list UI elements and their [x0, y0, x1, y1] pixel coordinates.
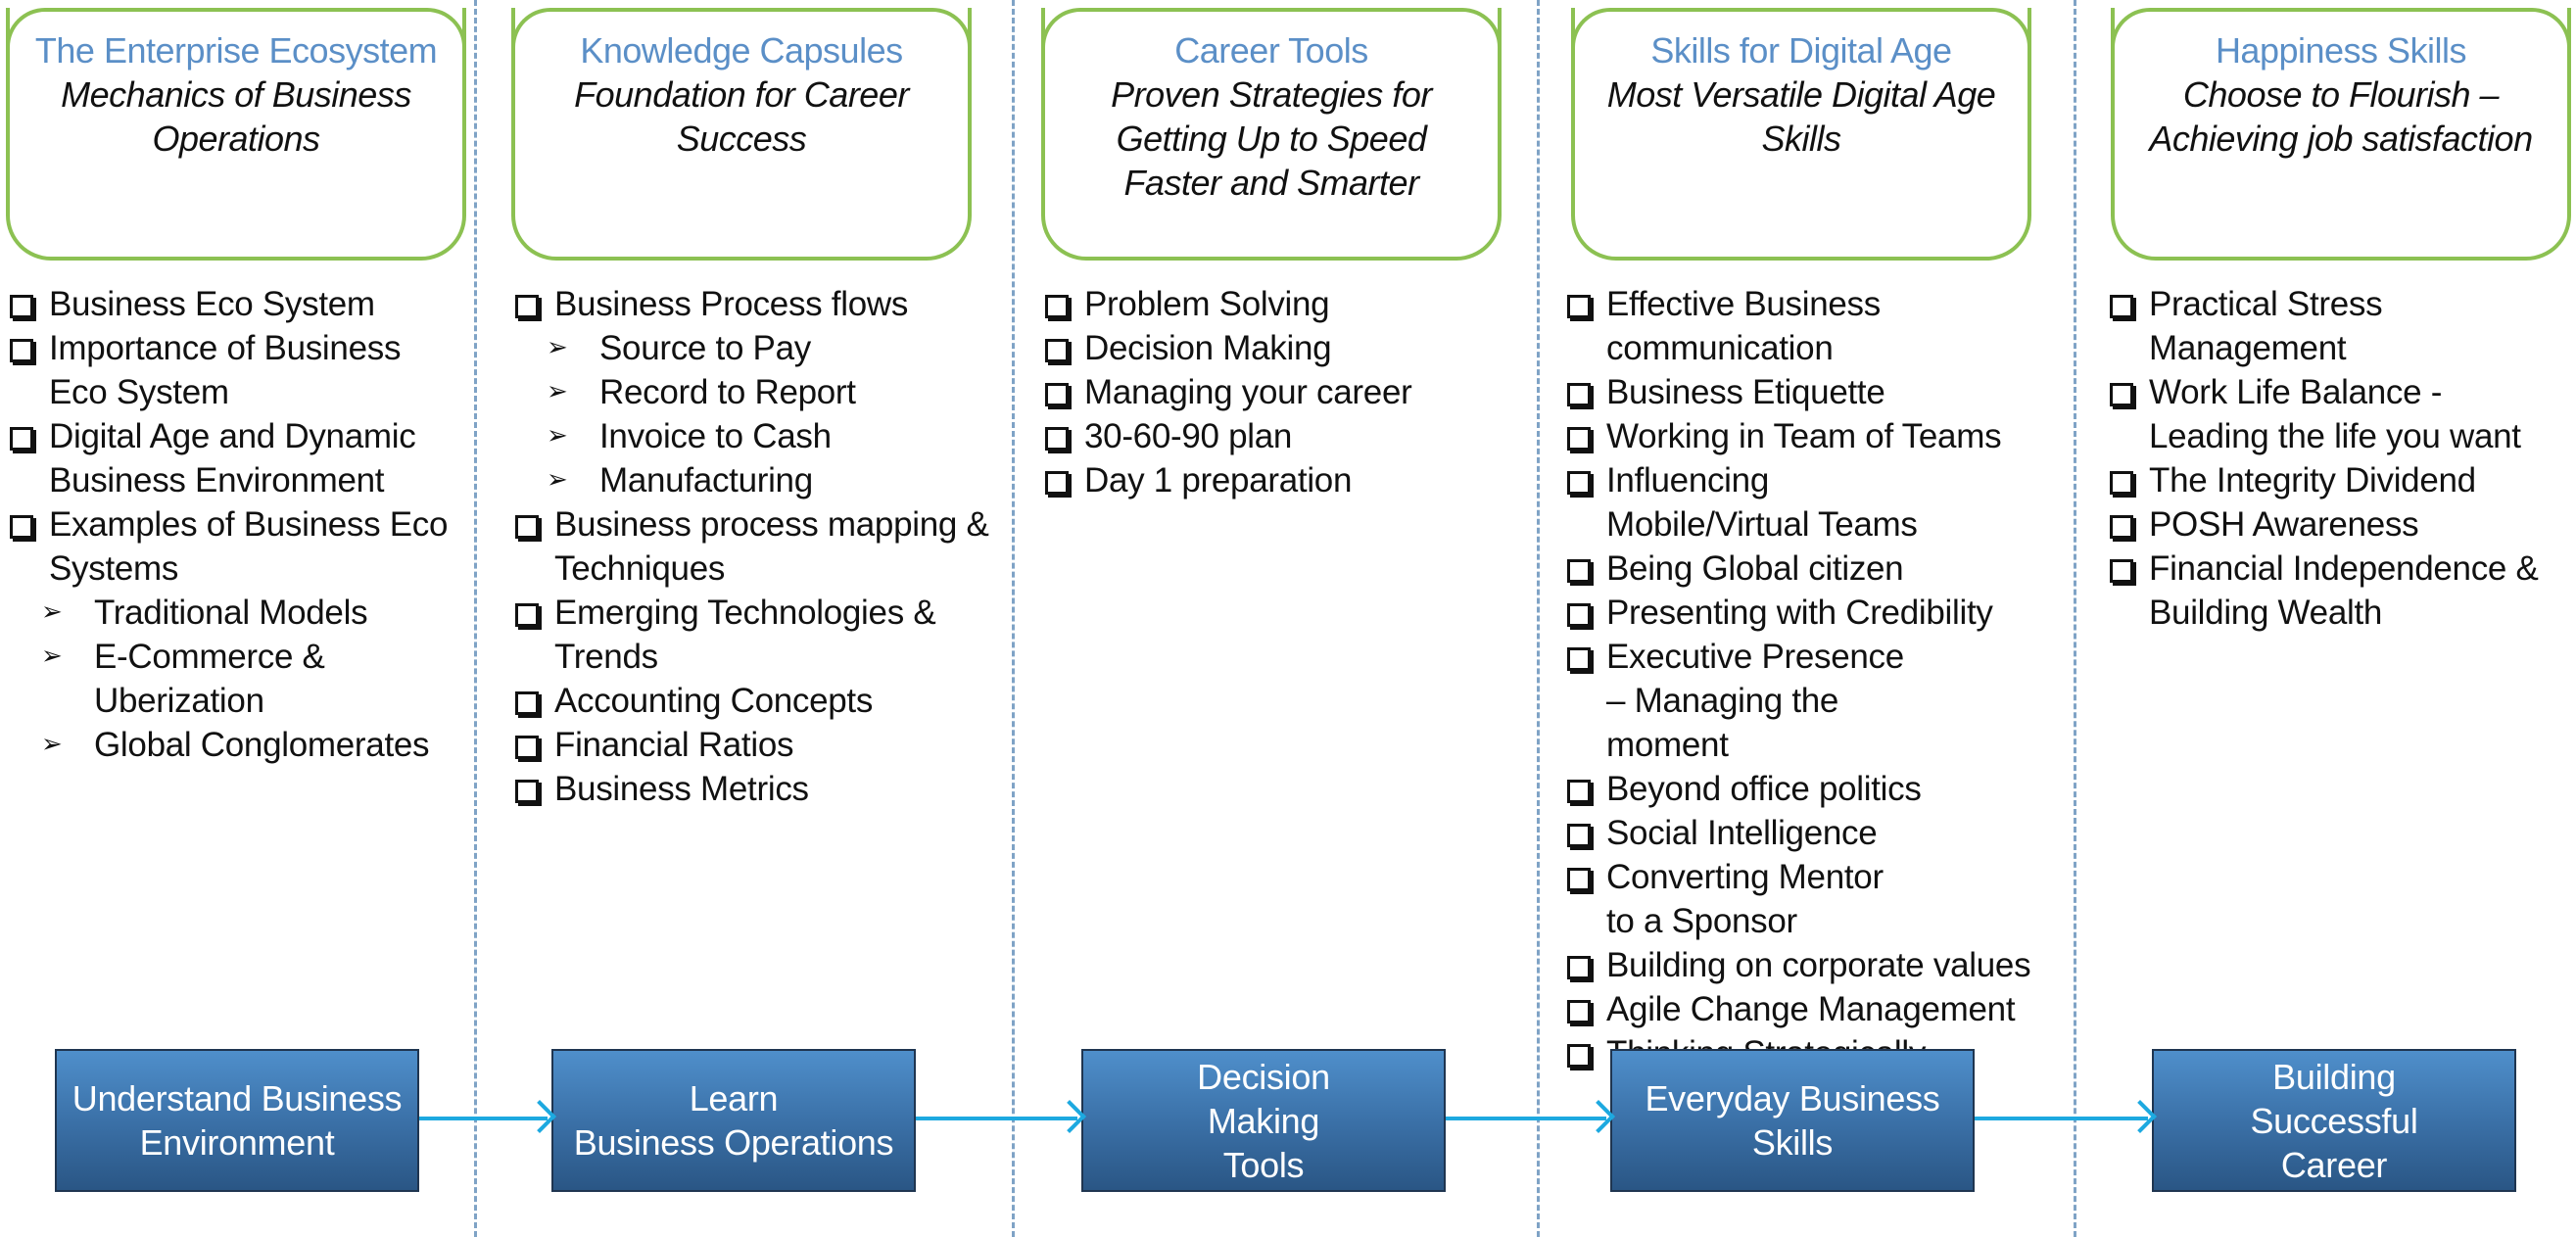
list-subitem: Source to Pay — [511, 326, 991, 370]
column-happiness-skills: Happiness Skills Choose to Flourish – Ac… — [2106, 8, 2571, 635]
column-divider-3 — [1537, 0, 1540, 1237]
flow-step-learn-business-operations: Learn Business Operations — [551, 1049, 916, 1192]
column-subtitle: Most Versatile Digital Age Skills — [1606, 74, 1996, 159]
list-item: Decision Making — [1041, 326, 1502, 370]
item-list: Problem Solving Decision Making Managing… — [1041, 282, 1502, 502]
column-header: Career Tools Proven Strategies for Getti… — [1041, 8, 1502, 261]
list-item: Business process mapping & Techniques — [511, 502, 991, 591]
list-item: 30-60-90 plan — [1041, 414, 1502, 458]
column-divider-4 — [2074, 0, 2076, 1237]
list-item: Being Global citizen — [1563, 547, 2053, 591]
list-subitem: E-Commerce & Uberization — [6, 635, 466, 723]
list-item: Presenting with Credibility — [1563, 591, 2053, 635]
list-item: Agile Change Management — [1563, 987, 2053, 1031]
list-item: Importance of Business Eco System — [6, 326, 466, 414]
list-subitem: Traditional Models — [6, 591, 466, 635]
column-skills-digital-age: Skills for Digital Age Most Versatile Di… — [1563, 8, 2053, 1075]
list-item: The Integrity Dividend — [2106, 458, 2566, 502]
list-subitem: Record to Report — [511, 370, 991, 414]
list-item: Beyond office politics — [1563, 767, 2053, 811]
list-item: Influencing Mobile/Virtual Teams — [1563, 458, 2053, 547]
list-item: Working in Team of Teams — [1563, 414, 2053, 458]
list-item: Examples of Business Eco Systems — [6, 502, 466, 591]
list-item: Executive Presence – Managing the moment — [1563, 635, 2053, 767]
column-header: Skills for Digital Age Most Versatile Di… — [1571, 8, 2031, 261]
column-knowledge-capsules: Knowledge Capsules Foundation for Career… — [511, 8, 989, 811]
column-header: The Enterprise Ecosystem Mechanics of Bu… — [6, 8, 466, 261]
item-list: Effective Business communication Busines… — [1563, 282, 2053, 1075]
flow-arrow-1 — [419, 1117, 548, 1120]
list-item: Building on corporate values — [1563, 943, 2053, 987]
column-enterprise-ecosystem: The Enterprise Ecosystem Mechanics of Bu… — [6, 8, 466, 767]
column-title: Knowledge Capsules — [580, 30, 903, 71]
list-item: Converting Mentor to a Sponsor — [1563, 855, 2053, 943]
flow-step-building-successful-career: Building Successful Career — [2152, 1049, 2516, 1192]
flow-arrow-4 — [1975, 1117, 2148, 1120]
item-list: Business Process flows Source to Pay Rec… — [511, 282, 991, 811]
column-subtitle: Mechanics of Business Operations — [61, 74, 411, 159]
list-subitem: Invoice to Cash — [511, 414, 991, 458]
list-item: Managing your career — [1041, 370, 1502, 414]
list-item: Problem Solving — [1041, 282, 1502, 326]
list-item: Accounting Concepts — [511, 679, 991, 723]
list-item: Effective Business communication — [1563, 282, 2053, 370]
flow-arrow-2 — [916, 1117, 1077, 1120]
column-title: Career Tools — [1174, 30, 1368, 71]
column-header: Happiness Skills Choose to Flourish – Ac… — [2111, 8, 2571, 261]
column-header: Knowledge Capsules Foundation for Career… — [511, 8, 972, 261]
column-divider-2 — [1012, 0, 1015, 1237]
list-item: Digital Age and Dynamic Business Environ… — [6, 414, 466, 502]
column-subtitle: Proven Strategies for Getting Up to Spee… — [1111, 74, 1432, 203]
flow-step-understand-business-environment: Understand Business Environment — [55, 1049, 419, 1192]
list-item: Business Metrics — [511, 767, 991, 811]
column-title: Skills for Digital Age — [1650, 30, 1952, 71]
column-subtitle: Choose to Flourish – Achieving job satis… — [2149, 74, 2533, 159]
list-item: Business Etiquette — [1563, 370, 2053, 414]
column-subtitle: Foundation for Career Success — [574, 74, 909, 159]
list-subitem: Global Conglomerates — [6, 723, 466, 767]
column-title: The Enterprise Ecosystem — [34, 30, 438, 71]
list-item: POSH Awareness — [2106, 502, 2566, 547]
list-item: Work Life Balance - Leading the life you… — [2106, 370, 2566, 458]
flow-step-decision-making-tools: Decision Making Tools — [1081, 1049, 1446, 1192]
column-title: Happiness Skills — [2215, 30, 2467, 71]
list-item: Financial Independence & Building Wealth — [2106, 547, 2566, 635]
list-item: Emerging Technologies & Trends — [511, 591, 991, 679]
list-item: Business Process flows — [511, 282, 991, 326]
column-divider-1 — [474, 0, 477, 1237]
flow-step-everyday-business-skills: Everyday Business Skills — [1610, 1049, 1975, 1192]
item-list: Business Eco System Importance of Busine… — [6, 282, 466, 767]
column-career-tools: Career Tools Proven Strategies for Getti… — [1041, 8, 1502, 502]
list-item: Business Eco System — [6, 282, 466, 326]
list-item: Social Intelligence — [1563, 811, 2053, 855]
list-subitem: Manufacturing — [511, 458, 991, 502]
list-item: Financial Ratios — [511, 723, 991, 767]
list-item: Practical Stress Management — [2106, 282, 2566, 370]
list-item: Day 1 preparation — [1041, 458, 1502, 502]
item-list: Practical Stress Management Work Life Ba… — [2106, 282, 2566, 635]
flow-arrow-3 — [1446, 1117, 1606, 1120]
